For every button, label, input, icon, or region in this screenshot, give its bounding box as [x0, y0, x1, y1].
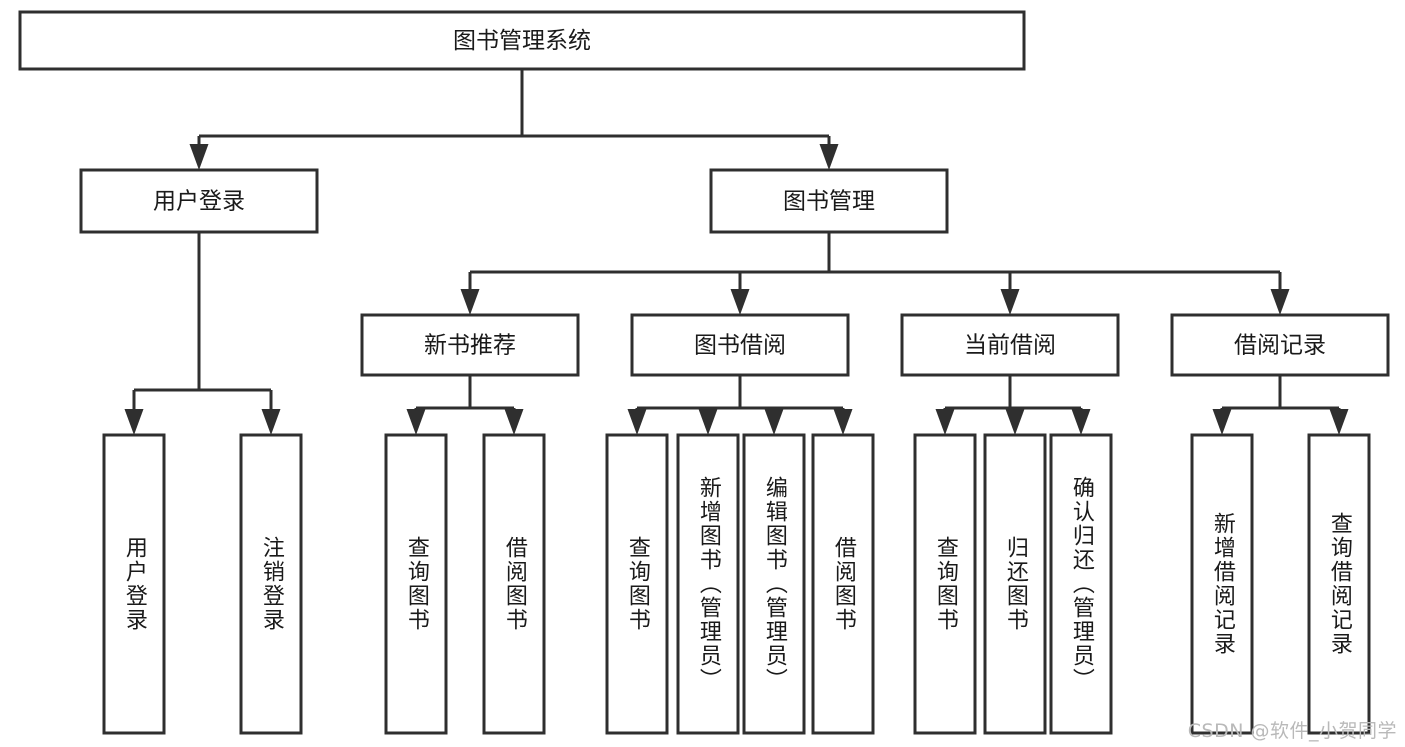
arrow-head-icon — [1071, 409, 1091, 435]
node-leaf-确认归还管理员-10[interactable] — [1049, 433, 1113, 735]
node-leaf-查询借阅记录-12[interactable] — [1307, 433, 1371, 735]
node-l2-图书管理-1-label: 图书管理 — [783, 189, 875, 215]
node-leaf-新增借阅记录-11[interactable] — [1190, 433, 1254, 735]
connector-group — [1212, 375, 1349, 435]
watermark-text: CSDN @软件_小贺同学 — [1187, 720, 1397, 742]
node-root-图书管理系统-label: 图书管理系统 — [453, 28, 591, 54]
node-leaf-查询图书-2[interactable] — [384, 433, 448, 735]
arrow-head-icon — [504, 409, 524, 435]
node-leaf-归还图书-9[interactable] — [983, 433, 1047, 735]
arrow-head-icon — [833, 409, 853, 435]
node-leaf-用户登录-0[interactable] — [102, 433, 166, 735]
arrow-head-icon — [406, 409, 426, 435]
arrow-head-icon — [1329, 409, 1349, 435]
arrow-head-icon — [819, 144, 839, 170]
arrow-head-icon — [1212, 409, 1232, 435]
arrow-head-icon — [730, 289, 750, 315]
node-l3-当前借阅-2-label: 当前借阅 — [964, 333, 1056, 359]
node-leaf-新增图书管理员-5[interactable] — [676, 433, 740, 735]
connector-group — [406, 375, 524, 435]
node-leaf-借阅图书-7[interactable] — [811, 433, 875, 735]
node-leaf-借阅图书-3[interactable] — [482, 433, 546, 735]
arrow-head-icon — [1270, 289, 1290, 315]
node-l2-用户登录-0[interactable] — [79, 168, 319, 234]
node-root-图书管理系统[interactable] — [18, 10, 1026, 71]
arrow-head-icon — [460, 289, 480, 315]
connector-group — [627, 375, 853, 435]
arrow-head-icon — [1000, 289, 1020, 315]
node-l2-用户登录-0-label: 用户登录 — [153, 189, 245, 215]
node-l3-借阅记录-3-label: 借阅记录 — [1234, 333, 1326, 359]
node-l3-借阅记录-3[interactable] — [1170, 313, 1390, 377]
node-leaf-查询图书-8[interactable] — [913, 433, 977, 735]
node-l3-新书推荐-0-label: 新书推荐 — [424, 333, 516, 359]
arrow-head-icon — [764, 409, 784, 435]
arrow-head-icon — [189, 144, 209, 170]
node-leaf-注销登录-1[interactable] — [239, 433, 303, 735]
arrow-head-icon — [627, 409, 647, 435]
connector-group — [124, 232, 281, 435]
node-leaf-编辑图书管理员-6[interactable] — [742, 433, 806, 735]
node-l3-图书借阅-1-label: 图书借阅 — [694, 333, 786, 359]
connector-group — [189, 69, 839, 170]
node-leaf-查询图书-4[interactable] — [605, 433, 669, 735]
connector-group — [935, 375, 1091, 435]
arrow-head-icon — [935, 409, 955, 435]
arrow-head-icon — [124, 409, 144, 435]
node-l3-图书借阅-1[interactable] — [630, 313, 850, 377]
arrow-head-icon — [261, 409, 281, 435]
arrow-head-icon — [698, 409, 718, 435]
arrow-head-icon — [1005, 409, 1025, 435]
connector-group — [460, 232, 1290, 315]
